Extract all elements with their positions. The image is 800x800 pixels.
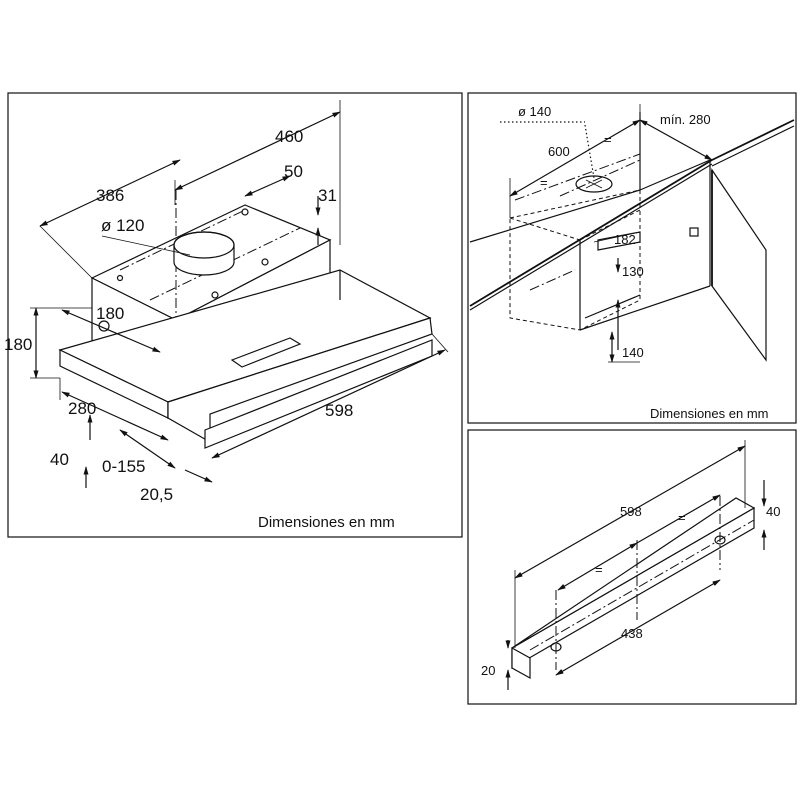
label-front-equal-2: = <box>595 562 603 577</box>
label-duct-height-180: 180 <box>96 304 124 323</box>
label-duct-140: ø 140 <box>518 104 551 119</box>
label-height-180: 180 <box>4 335 32 354</box>
label-386: 386 <box>96 186 124 205</box>
label-600: 600 <box>548 144 570 159</box>
main-dimensions <box>30 100 449 488</box>
label-20-5: 20,5 <box>140 485 173 504</box>
label-460: 460 <box>275 127 303 146</box>
label-598: 598 <box>325 401 353 420</box>
panel-front: 598 = = 40 438 20 <box>467 429 797 705</box>
label-182: 182 <box>614 232 636 247</box>
label-front-20: 20 <box>481 663 495 678</box>
label-min-280: mín. 280 <box>660 112 711 127</box>
panel-install: ø 140 600 = = mín. 280 182 130 140 Dimen… <box>467 92 797 424</box>
label-equal-1: = <box>540 175 548 190</box>
label-equal-2: = <box>604 132 612 147</box>
label-front-438: 438 <box>621 626 643 641</box>
panel-main: 460 386 50 31 ø 120 180 180 280 40 0-155… <box>4 92 463 538</box>
label-140: 140 <box>622 345 644 360</box>
duct-120 <box>173 231 235 276</box>
label-front-40: 40 <box>766 504 780 519</box>
label-130: 130 <box>622 264 644 279</box>
panel-main-caption: Dimensiones en mm <box>258 514 395 531</box>
label-front-equal-1: = <box>678 510 686 525</box>
label-280: 280 <box>68 399 96 418</box>
label-front-598: 598 <box>620 504 642 519</box>
install-dimensions <box>509 104 713 363</box>
label-31: 31 <box>318 186 337 205</box>
panel-install-caption: Dimensiones en mm <box>650 406 769 421</box>
label-40: 40 <box>50 450 69 469</box>
label-0-155: 0-155 <box>102 457 145 476</box>
front-dimensions <box>505 440 767 690</box>
label-50: 50 <box>284 162 303 181</box>
label-duct-120: ø 120 <box>101 216 144 235</box>
